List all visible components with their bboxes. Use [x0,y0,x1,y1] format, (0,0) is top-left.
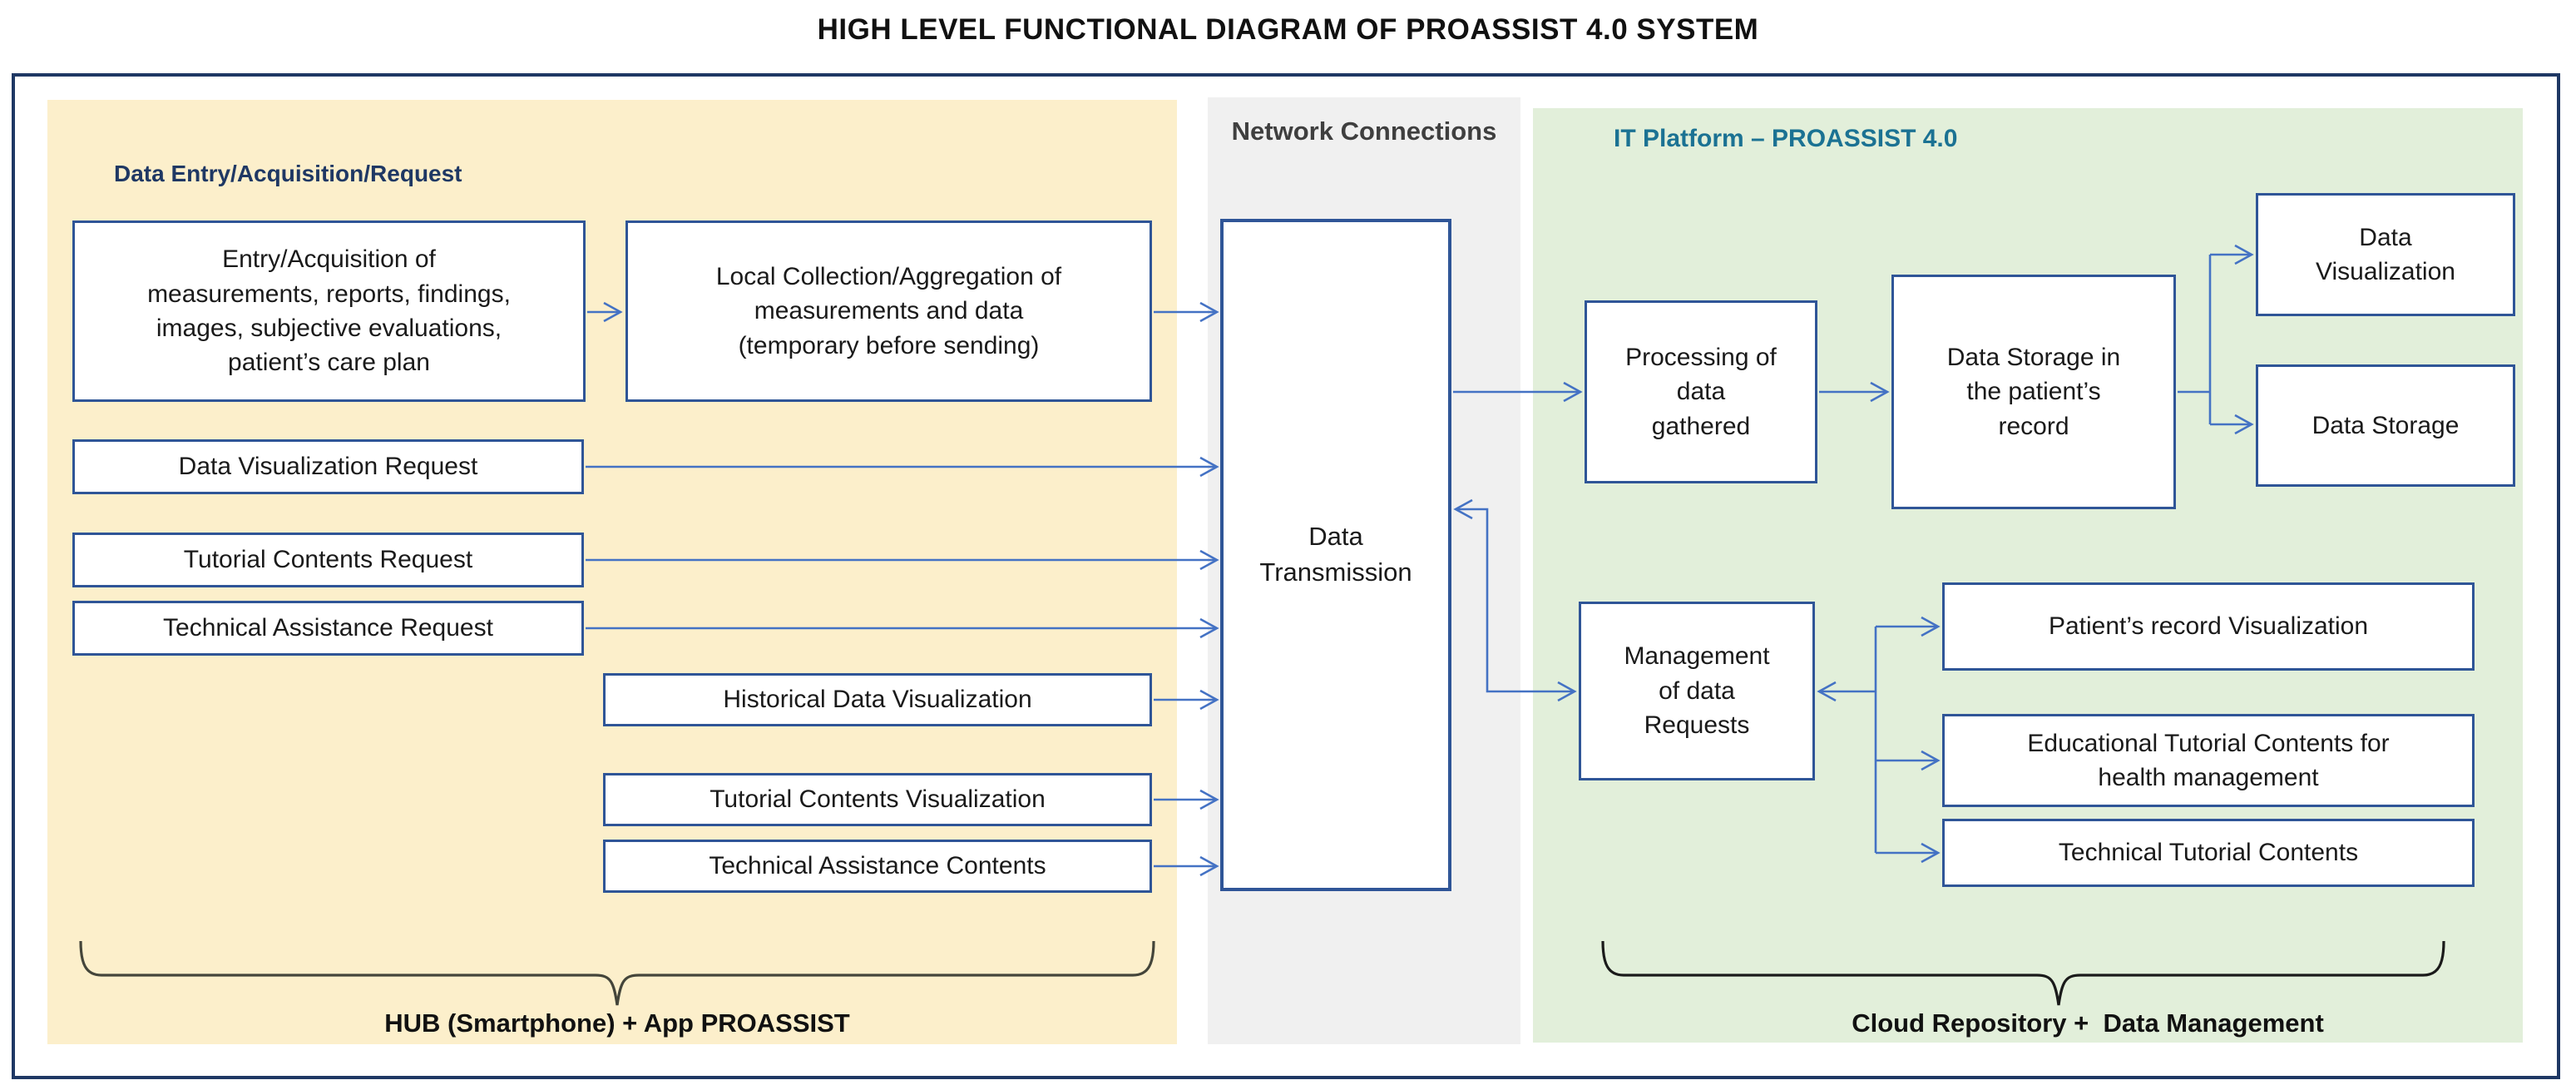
cloud-brace-label: Cloud Repository + Data Management [1852,1008,2324,1038]
hub-brace-label: HUB (Smartphone) + App PROASSIST [384,1008,850,1038]
platform-panel-header: IT Platform – PROASSIST 4.0 [1614,125,1958,152]
box-technical-tutorial-contents: Technical Tutorial Contents [1942,819,2475,887]
box-management-of-data-requests: Management of data Requests [1579,602,1815,780]
diagram-outer-border [12,73,2560,1079]
network-panel-header: Network Connections [1231,116,1497,146]
box-technical-assistance-request: Technical Assistance Request [72,601,584,656]
box-local-collection: Local Collection/Aggregation of measurem… [625,220,1152,402]
box-technical-assistance-contents: Technical Assistance Contents [603,840,1152,893]
box-data-transmission: Data Transmission [1220,219,1451,891]
box-data-visualization-request: Data Visualization Request [72,439,584,494]
box-data-visualization: Data Visualization [2256,193,2515,316]
box-educational-tutorial-contents: Educational Tutorial Contents for health… [1942,714,2475,807]
hub-panel-header: Data Entry/Acquisition/Request [114,161,462,186]
box-tutorial-contents-request: Tutorial Contents Request [72,533,584,587]
box-data-storage: Data Storage [2256,364,2515,487]
box-data-storage-record: Data Storage in the patient’s record [1891,275,2176,509]
box-tutorial-contents-visualization: Tutorial Contents Visualization [603,773,1152,826]
box-patient-record-visualization: Patient’s record Visualization [1942,582,2475,671]
box-entry-acquisition: Entry/Acquisition of measurements, repor… [72,220,586,402]
box-processing-of-data: Processing of data gathered [1585,300,1817,483]
diagram-title: HIGH LEVEL FUNCTIONAL DIAGRAM OF PROASSI… [817,13,1759,46]
box-historical-data-visualization: Historical Data Visualization [603,673,1152,726]
